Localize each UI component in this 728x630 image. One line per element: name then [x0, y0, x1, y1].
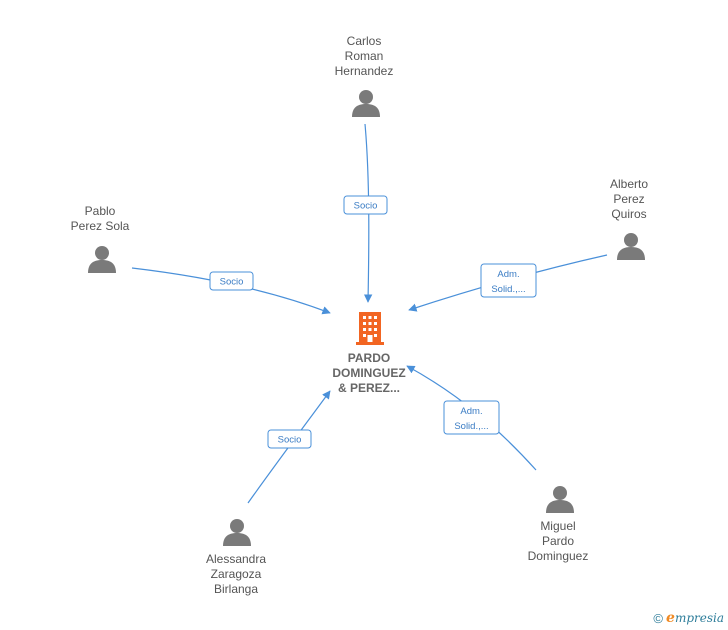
- person-label-miguel-line1: Miguel: [540, 519, 575, 533]
- logo-initial: e: [666, 610, 675, 626]
- edge-label-alessandra: Socio: [278, 435, 302, 446]
- person-node-miguel[interactable]: Miguel Pardo Dominguez: [528, 486, 589, 563]
- edge-miguel[interactable]: Adm. Solid.,...: [406, 365, 537, 471]
- person-icon: [617, 233, 645, 260]
- building-icon: [356, 312, 384, 345]
- person-label-carlos-line3: Hernandez: [335, 64, 394, 78]
- person-label-alessandra-line3: Birlanga: [214, 582, 258, 596]
- person-label-alberto-line2: Perez: [613, 192, 644, 206]
- person-icon: [223, 519, 251, 546]
- edge-label-alberto-line1: Adm.: [497, 269, 519, 280]
- edge-label-miguel-line1: Adm.: [460, 406, 482, 417]
- person-label-pablo-line2: Perez Sola: [71, 219, 130, 233]
- person-label-alessandra-line2: Zaragoza: [211, 567, 262, 581]
- edge-carlos[interactable]: Socio: [343, 123, 388, 303]
- person-icon: [352, 90, 380, 117]
- person-label-alessandra-line1: Alessandra: [206, 552, 266, 566]
- edge-label-alberto-line2: Solid.,...: [491, 284, 525, 295]
- person-label-alberto-line1: Alberto: [610, 177, 648, 191]
- person-icon: [88, 246, 116, 273]
- edge-label-carlos: Socio: [354, 201, 378, 212]
- person-node-alessandra[interactable]: Alessandra Zaragoza Birlanga: [206, 519, 266, 596]
- empresia-logo[interactable]: empresia: [666, 610, 724, 626]
- person-label-pablo-line1: Pablo: [85, 204, 116, 218]
- company-node[interactable]: PARDO DOMINGUEZ & PEREZ...: [332, 312, 406, 395]
- logo-rest: mpresia: [674, 611, 724, 625]
- person-node-carlos[interactable]: Carlos Roman Hernandez: [335, 34, 394, 117]
- company-label-line1: PARDO: [348, 351, 390, 365]
- person-label-carlos-line2: Roman: [345, 49, 384, 63]
- person-label-miguel-line2: Pardo: [542, 534, 574, 548]
- edge-pablo[interactable]: Socio: [131, 267, 331, 315]
- edge-alessandra[interactable]: Socio: [247, 390, 331, 504]
- person-node-alberto[interactable]: Alberto Perez Quiros: [610, 177, 648, 260]
- footer-brand: © empresia: [653, 610, 724, 626]
- edge-alberto[interactable]: Adm. Solid.,...: [408, 254, 608, 312]
- person-node-pablo[interactable]: Pablo Perez Sola: [71, 204, 130, 273]
- company-label-line2: DOMINGUEZ: [332, 366, 405, 380]
- edge-label-pablo: Socio: [220, 277, 244, 288]
- person-label-alberto-line3: Quiros: [611, 207, 646, 221]
- company-label-line3: & PEREZ...: [338, 381, 400, 395]
- person-icon: [546, 486, 574, 513]
- person-label-miguel-line3: Dominguez: [528, 549, 589, 563]
- person-label-carlos-line1: Carlos: [347, 34, 382, 48]
- edge-label-miguel-line2: Solid.,...: [454, 421, 488, 432]
- copyright-symbol: ©: [653, 610, 664, 626]
